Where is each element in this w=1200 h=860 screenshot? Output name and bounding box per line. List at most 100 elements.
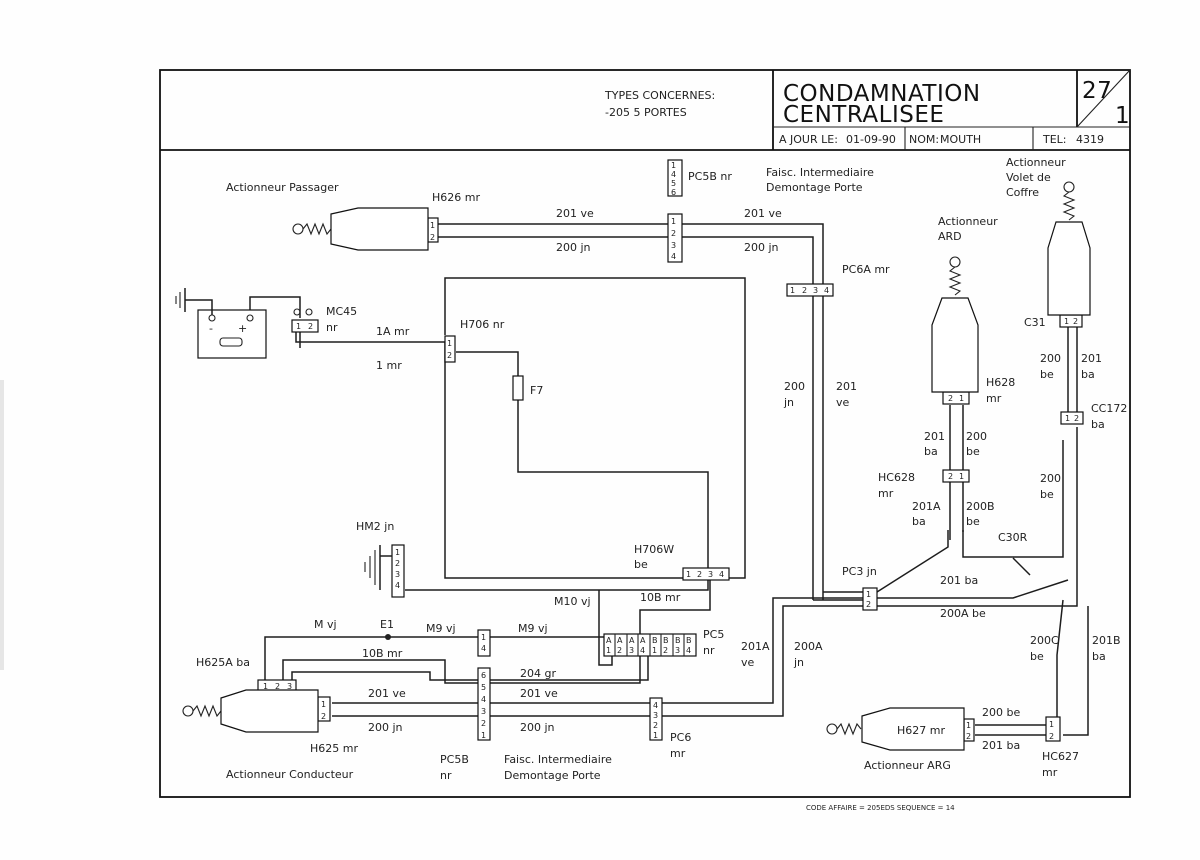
label-faisc-bottom-1: Faisc. Intermediaire	[504, 753, 612, 766]
svg-text:2: 2	[802, 286, 807, 295]
svg-text:2: 2	[663, 646, 668, 655]
svg-text:200: 200	[1040, 352, 1061, 365]
svg-text:2: 2	[948, 472, 953, 481]
svg-text:2: 2	[948, 394, 953, 403]
svg-text:201 ve: 201 ve	[368, 687, 406, 700]
label-pc5b-bottom-color: nr	[440, 769, 452, 782]
svg-text:2: 2	[697, 570, 702, 579]
label-volet-2: Volet de	[1006, 171, 1051, 184]
svg-text:200 jn: 200 jn	[368, 721, 403, 734]
svg-text:6: 6	[671, 188, 676, 197]
svg-text:1: 1	[447, 339, 452, 348]
svg-text:3: 3	[671, 241, 676, 250]
svg-text:1: 1	[966, 721, 971, 730]
label-hm2: HM2 jn	[356, 520, 394, 533]
svg-text:M10 vj: M10 vj	[554, 595, 591, 608]
svg-text:3: 3	[813, 286, 818, 295]
svg-text:A: A	[640, 636, 646, 645]
svg-text:1: 1	[671, 161, 676, 170]
svg-text:1: 1	[321, 700, 326, 709]
svg-text:2: 2	[1074, 414, 1079, 423]
svg-text:1: 1	[1064, 317, 1069, 326]
svg-text:1: 1	[671, 217, 676, 226]
label-h626: H626 mr	[432, 191, 480, 204]
svg-text:1: 1	[866, 590, 871, 599]
tel-value: 4319	[1076, 133, 1104, 146]
svg-text:4: 4	[653, 701, 658, 710]
svg-text:1: 1	[959, 472, 964, 481]
svg-text:3: 3	[481, 707, 486, 716]
svg-text:-: -	[209, 322, 213, 335]
label-mc45: MC45	[326, 305, 357, 318]
svg-text:B: B	[663, 636, 669, 645]
svg-text:1: 1	[395, 548, 400, 557]
ground-symbol-battery	[175, 288, 186, 312]
svg-text:ba: ba	[924, 445, 938, 458]
svg-text:201B: 201B	[1092, 634, 1121, 647]
svg-text:2: 2	[966, 732, 971, 741]
svg-text:1: 1	[959, 394, 964, 403]
diagram-title-line1: CONDAMNATION	[783, 81, 981, 107]
svg-text:2: 2	[1049, 732, 1054, 741]
label-f7: F7	[530, 384, 543, 397]
sheet-number: 27	[1082, 78, 1112, 104]
svg-text:3: 3	[629, 646, 634, 655]
label-faisc-bottom-2: Demontage Porte	[504, 769, 601, 782]
name-value: MOUTH	[940, 133, 981, 146]
svg-text:B: B	[652, 636, 658, 645]
svg-text:200: 200	[784, 380, 805, 393]
svg-text:1: 1	[430, 221, 435, 230]
label-hc628-color: mr	[878, 487, 894, 500]
label-pc5b-bottom: PC5B	[440, 753, 469, 766]
svg-text:2: 2	[866, 600, 871, 609]
svg-text:1: 1	[606, 646, 611, 655]
svg-text:201 ve: 201 ve	[556, 207, 594, 220]
svg-text:1A mr: 1A mr	[376, 325, 410, 338]
svg-text:2: 2	[653, 721, 658, 730]
label-volet-3: Coffre	[1006, 186, 1039, 199]
svg-text:201A: 201A	[912, 500, 941, 513]
footer-code: CODE AFFAIRE = 205EDS SEQUENCE = 14	[806, 804, 955, 812]
svg-text:4: 4	[640, 646, 645, 655]
svg-text:B: B	[686, 636, 692, 645]
svg-text:204 gr: 204 gr	[520, 667, 556, 680]
drawing-frame	[159, 69, 1131, 798]
wire-labels: 201 ve 201 ve 200 jn 200 jn 1A mr 1 mr 2…	[314, 207, 1121, 752]
label-h706w: H706W	[634, 543, 674, 556]
svg-text:201 ba: 201 ba	[982, 739, 1020, 752]
svg-text:4: 4	[719, 570, 724, 579]
svg-text:2: 2	[671, 229, 676, 238]
diagram-title-line2: CENTRALISEE	[783, 102, 944, 128]
label-h625: H625 mr	[310, 742, 358, 755]
svg-text:201 ve: 201 ve	[520, 687, 558, 700]
svg-text:jn: jn	[793, 656, 804, 669]
svg-text:ba: ba	[1092, 650, 1106, 663]
actuator-passager	[292, 207, 429, 251]
svg-text:200 jn: 200 jn	[744, 241, 779, 254]
svg-text:200A: 200A	[794, 640, 823, 653]
svg-text:1: 1	[653, 731, 658, 740]
update-label: A JOUR LE:	[779, 133, 838, 146]
actuator-arg	[826, 707, 965, 751]
svg-text:ba: ba	[912, 515, 926, 528]
svg-text:A: A	[606, 636, 612, 645]
types-heading: TYPES CONCERNES:	[604, 89, 715, 102]
label-actionneur-arg: Actionneur ARG	[864, 759, 951, 772]
label-h625a: H625A ba	[196, 656, 250, 669]
svg-text:201 ba: 201 ba	[940, 574, 978, 587]
svg-text:1: 1	[1065, 414, 1070, 423]
svg-text:201: 201	[1081, 352, 1102, 365]
svg-text:M9 vj: M9 vj	[518, 622, 548, 635]
actuator-volet-coffre	[1047, 181, 1091, 316]
label-pc6: PC6	[670, 731, 691, 744]
svg-text:201: 201	[924, 430, 945, 443]
svg-text:200C: 200C	[1030, 634, 1059, 647]
label-pc6-color: mr	[670, 747, 686, 760]
svg-text:2: 2	[321, 712, 326, 721]
svg-text:ve: ve	[836, 396, 850, 409]
svg-text:200 jn: 200 jn	[520, 721, 555, 734]
svg-text:M vj: M vj	[314, 618, 337, 631]
label-pc3: PC3 jn	[842, 565, 877, 578]
name-label: NOM:	[909, 133, 939, 146]
